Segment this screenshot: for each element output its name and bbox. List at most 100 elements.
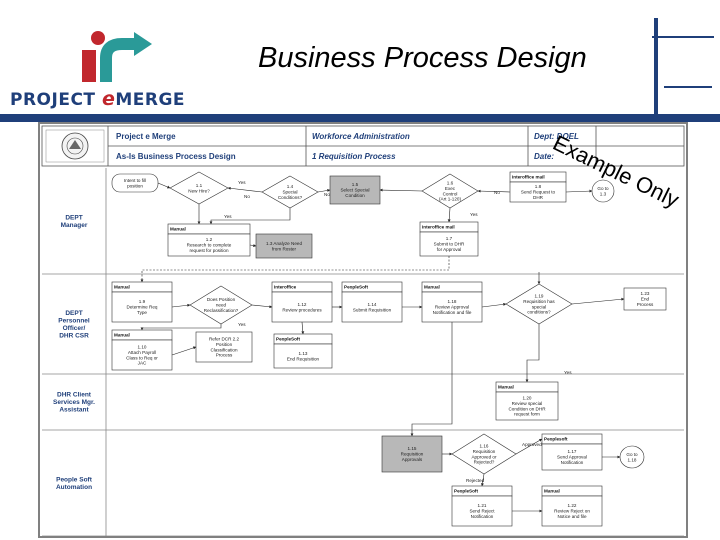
node-text: 1.19 [535,294,544,299]
node-box [623,287,667,311]
node-terminator [111,173,159,193]
node-text: Review procedures [282,307,322,312]
node-text: (Art 1-120) [439,197,461,202]
node-text: Manual [498,385,514,390]
node-text: 1.21 [478,503,487,508]
connector-arrow [140,256,450,283]
node-text: Manual [170,227,186,232]
node-text: 1.4 [287,184,294,189]
header-dept: Dept: DOEL [534,132,579,141]
decor-rule [664,86,712,88]
node-text: 1.18 [628,457,637,462]
lane-label: Services Mgr. [53,399,95,406]
header-process-area: Workforce Administration [312,132,410,141]
node-text: for Approval [437,247,462,252]
lane-label: Personnel [58,317,90,324]
connector-arrow [379,188,423,192]
node-n111: Refer DCR 2.2PositionClassificationProce… [195,331,253,363]
node-text: Send Approval [557,455,587,460]
node-box [167,233,251,257]
node-text: Notice and file [557,514,587,519]
node-text: 1.12 [298,302,307,307]
node-text: 1.18 [448,299,457,304]
connector-arrow [209,208,291,225]
node-text: Manual [114,285,130,290]
node-text: Interoffice mail [512,175,545,180]
connector-arrow [317,188,331,193]
node-text: 1.2 [206,237,213,242]
node-text: Manual [544,489,560,494]
lane-label: Officer/ [63,325,86,332]
node-connector [591,179,615,203]
node-text: Manual [424,285,440,290]
node-goto2: Go to1.18 [619,445,645,469]
node-n9tag: Manual [111,281,173,293]
node-text: Special [282,190,297,195]
node-text: 1.22 [568,503,577,508]
node-text: Exec [445,186,456,191]
node-box [451,495,513,527]
process-diagram: Project e Merge As-Is Business Process D… [38,122,688,538]
connector-arrow [301,321,305,335]
node-text: Position [216,342,233,347]
node-text: Requisition [401,452,424,457]
node-n122tag: Manual [541,485,603,497]
node-text: special [532,304,546,309]
connector-arrow [140,324,222,331]
connector-arrow [525,324,540,383]
node-text: Go to [626,452,638,457]
node-text: request form [514,412,540,417]
node-decision [451,433,517,475]
node-text: Conditions? [278,195,303,200]
node-box [381,435,443,473]
lane-label: DEPT [65,310,82,317]
node-text: PeopleSoft [276,337,300,342]
node-text: 1.5 [352,182,359,187]
node-text: 1.9 [139,299,146,304]
connector-arrow [447,207,451,223]
node-n121tag: PeopleSoft [451,485,513,497]
node-text: 1.15 [408,446,417,451]
node-text: End [641,297,650,302]
connector-arrow [171,346,197,356]
node-box [421,291,483,323]
node-text: Interoffice [274,285,297,290]
node-text: 1.10 [138,345,147,350]
node-connector [619,445,645,469]
node-box [495,391,559,421]
node-text: request for position [189,248,229,253]
node-text: Manual [114,333,130,338]
lane-label: People Soft [56,476,93,483]
connector-arrow [171,303,191,308]
connector-arrow [157,182,171,189]
node-box [255,233,313,259]
lane-label: DEPT [65,214,82,221]
node-decision [505,283,573,325]
node-text: Requisition [473,449,496,454]
node-text: 1.3 Analyze Need [266,241,302,246]
node-text: PeopleSoft [454,489,478,494]
node-n12tag: Manual [167,223,251,235]
node-decision [189,285,253,325]
node-box [341,291,403,323]
node-box [541,495,603,527]
header-org: Project e Merge [116,132,176,141]
connector-arrow [410,322,453,437]
node-box [509,181,567,203]
node-n18tag: Interoffice mail [509,171,567,183]
lane-label: DHR CSR [59,332,89,339]
node-text: 1.1 [196,183,203,188]
header-rule [0,114,720,122]
edge-label: Rejected [466,478,485,483]
node-text: Type [137,310,147,315]
process-diagram-svg: Project e Merge As-Is Business Process D… [41,125,685,536]
node-n113tag: PeopleSoft [273,333,333,345]
node-text: DHR [533,195,544,200]
